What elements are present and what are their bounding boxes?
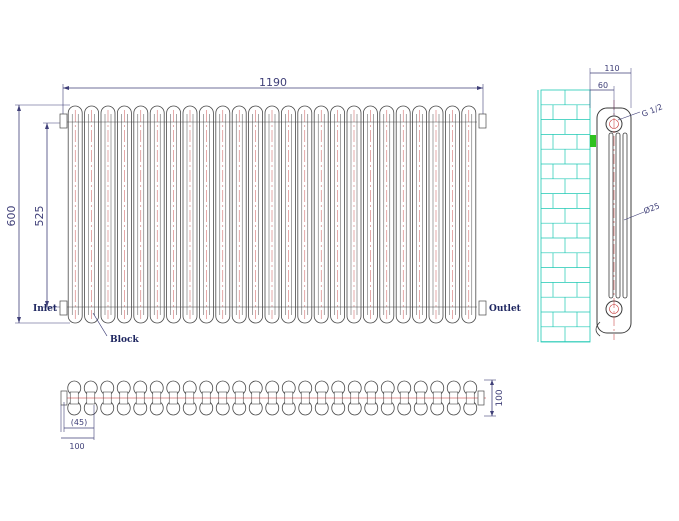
pipe-centres-dimension: 525 — [33, 206, 46, 227]
front-section — [297, 105, 313, 324]
block-label: Block — [110, 335, 140, 345]
front-section — [461, 105, 477, 324]
overall-width-dimension: 1190 — [259, 76, 287, 89]
front-section — [444, 105, 460, 324]
front-section — [182, 105, 198, 324]
front-section — [280, 105, 296, 324]
wall-bracket — [590, 135, 596, 147]
front-section — [198, 105, 214, 324]
plan-offset-dimension: (45) — [71, 418, 87, 427]
right-bottom-stub — [478, 300, 487, 316]
front-section — [428, 105, 444, 324]
front-view: 1190 600 525 Inlet Outlet Block — [5, 76, 522, 345]
front-section — [117, 105, 132, 324]
outlet-label: Outlet — [489, 304, 522, 314]
front-section — [215, 105, 231, 324]
brick-wall — [537, 89, 591, 343]
plan-section — [331, 380, 346, 416]
block-leader-line — [92, 312, 108, 337]
tube-diameter-label: Ø25 — [642, 200, 661, 215]
front-section — [133, 105, 149, 324]
front-section — [395, 105, 411, 324]
plan-view: 100 (45) 100 — [60, 379, 505, 451]
plan-end-width-dimension: 100 — [69, 442, 84, 451]
front-section — [264, 105, 280, 324]
front-section — [84, 105, 99, 324]
front-section — [231, 105, 247, 324]
front-section — [346, 105, 362, 324]
front-section — [166, 105, 182, 324]
front-section — [362, 105, 378, 324]
front-section — [248, 105, 264, 324]
side-view: 110 60 G 1/2 Ø25 — [537, 64, 664, 343]
left-bottom-stub — [59, 300, 68, 316]
thread-size-label: G 1/2 — [640, 102, 663, 118]
front-section — [313, 105, 329, 324]
plan-column-group — [67, 380, 478, 416]
side-wall-offset-dimension: 60 — [598, 81, 608, 90]
plan-section — [430, 380, 445, 416]
right-top-stub — [478, 113, 487, 129]
left-top-stub — [59, 113, 68, 129]
front-section — [149, 105, 165, 324]
side-total-depth-dimension: 110 — [604, 64, 619, 73]
inlet-label: Inlet — [33, 304, 58, 314]
overall-height-dimension: 600 — [5, 206, 18, 227]
front-section — [330, 105, 346, 324]
front-section — [412, 105, 428, 324]
front-section — [379, 105, 395, 324]
front-column-group — [67, 105, 477, 324]
front-section — [100, 105, 116, 324]
front-section — [67, 105, 83, 324]
plan-depth-dimension: 100 — [495, 389, 505, 406]
